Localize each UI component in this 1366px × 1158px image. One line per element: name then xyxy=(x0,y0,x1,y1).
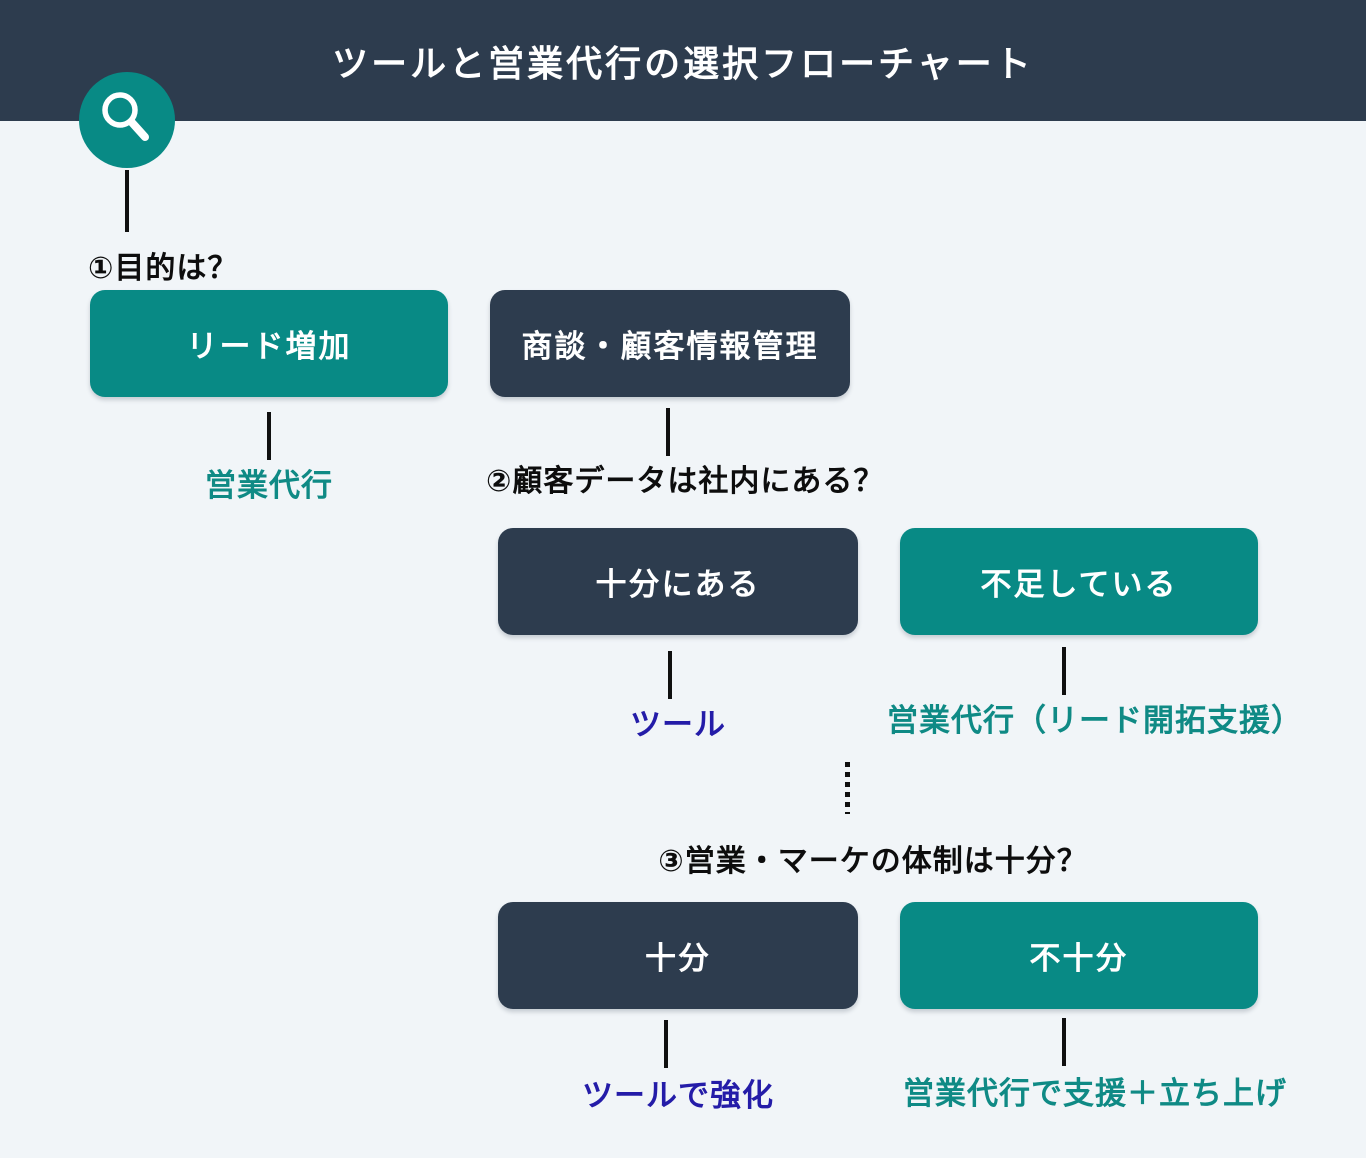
result-strengthen-with-tool: ツールで強化 xyxy=(582,1078,774,1114)
result-sales-agency: 営業代行 xyxy=(205,468,333,504)
node-data-insufficient: 不足している xyxy=(900,528,1258,635)
result-agency-support-launch: 営業代行で支援＋立ち上げ xyxy=(903,1076,1287,1112)
node-structure-insufficient: 不十分 xyxy=(900,902,1258,1009)
node-data-sufficient: 十分にある xyxy=(498,528,858,635)
magnifier-icon xyxy=(98,89,156,151)
question-3-label: ③営業・マーケの体制は十分？ xyxy=(658,844,1088,879)
connector-insufficient-to-agency-support xyxy=(1062,1018,1066,1066)
header-bar: ツールと営業代行の選択フローチャート xyxy=(0,0,1366,121)
node-structure-sufficient: 十分 xyxy=(498,902,858,1009)
dotted-connector-to-q3 xyxy=(845,762,850,814)
node-lead-increase: リード増加 xyxy=(90,290,448,397)
question-1-label: ①目的は？ xyxy=(88,251,239,286)
connector-badge-to-q1 xyxy=(125,170,129,232)
result-agency-lead-support: 営業代行（リード開拓支援） xyxy=(887,703,1303,739)
page-title: ツールと営業代行の選択フローチャート xyxy=(332,43,1034,85)
result-tool: ツール xyxy=(630,707,726,743)
connector-lead-to-result xyxy=(267,412,271,460)
node-deal-customer-management: 商談・顧客情報管理 xyxy=(490,290,850,397)
magnifier-badge xyxy=(79,72,175,168)
connector-sufficient-to-tool xyxy=(668,651,672,699)
connector-insufficient-to-agency xyxy=(1062,647,1066,695)
connector-deal-to-q2 xyxy=(666,408,670,456)
question-2-label: ②顧客データは社内にある？ xyxy=(486,464,885,499)
connector-sufficient-to-tool-strengthen xyxy=(664,1020,668,1068)
